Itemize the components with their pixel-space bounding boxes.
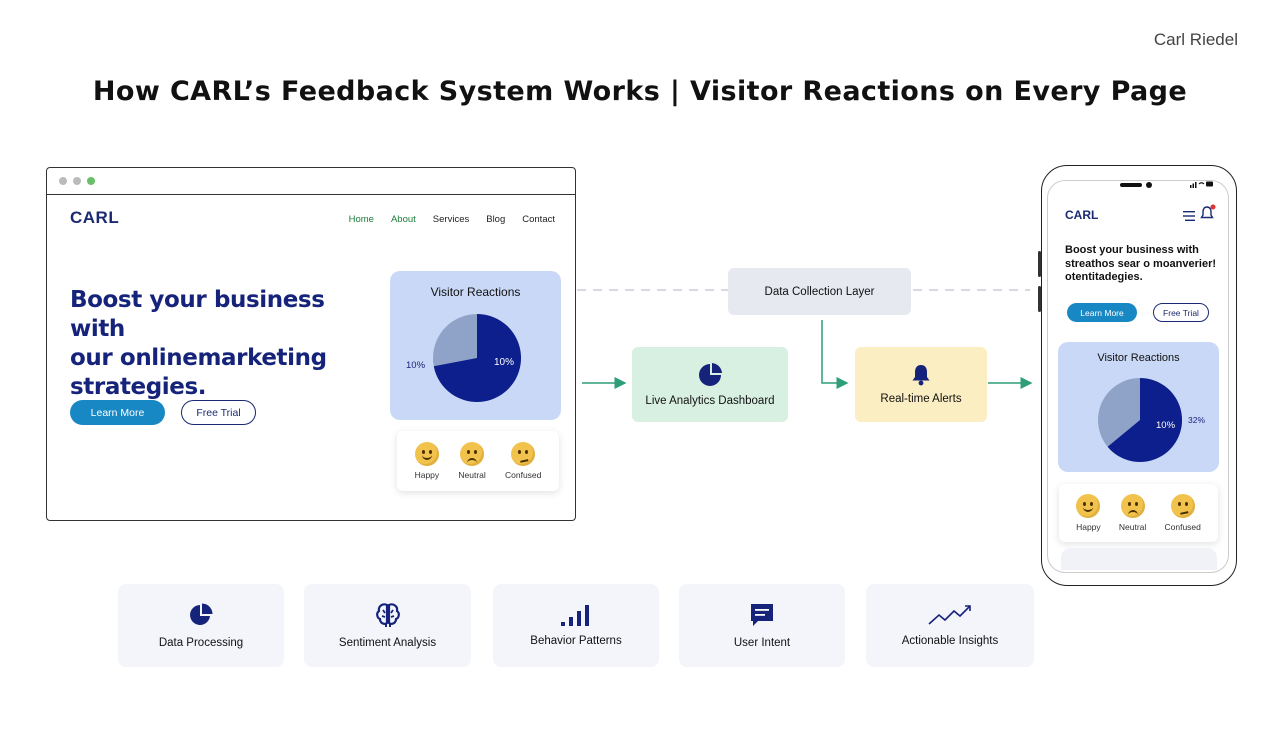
- feature-actionable-insights: Actionable Insights: [866, 584, 1034, 667]
- feature-user-intent: User Intent: [679, 584, 845, 667]
- pie-slice-dark: [1107, 378, 1183, 462]
- phone-hero-text: Boost your business with streathos sear …: [1065, 244, 1220, 285]
- reaction-neutral[interactable]: Neutral: [458, 442, 486, 480]
- node-label: Live Analytics Dashboard: [645, 395, 775, 407]
- happy-face-icon: [414, 442, 439, 466]
- visitor-reactions-panel: Visitor Reactions 10% 10%: [390, 271, 561, 420]
- reaction-label: Confused: [504, 470, 542, 480]
- phone-reactions-pie-chart: 10% 32%: [1098, 378, 1205, 462]
- neutral-face-icon: [460, 442, 485, 466]
- panel-title: Visitor Reactions: [1097, 352, 1180, 364]
- learn-more-button[interactable]: Learn More: [70, 400, 165, 425]
- hero-line: Boost your business with: [70, 287, 325, 342]
- nav-contact[interactable]: Contact: [522, 214, 555, 225]
- phone-visitor-reactions-panel: Visitor Reactions 10% 32%: [1058, 342, 1219, 472]
- reaction-confused[interactable]: Confused: [1164, 494, 1201, 532]
- reaction-label: Happy: [414, 470, 440, 480]
- pie-label-inner: 10%: [1156, 420, 1176, 431]
- feature-label: Behavior Patterns: [530, 635, 622, 647]
- window-dot[interactable]: [73, 177, 81, 185]
- phone-learn-more-button[interactable]: Learn More: [1067, 303, 1137, 322]
- phone-free-trial-button[interactable]: Free Trial: [1153, 303, 1209, 322]
- free-trial-button[interactable]: Free Trial: [181, 400, 256, 425]
- reaction-confused[interactable]: Confused: [505, 442, 541, 480]
- node-label: Data Collection Layer: [764, 285, 875, 298]
- pie-chart-icon: [699, 363, 722, 386]
- nav-blog[interactable]: Blog: [486, 214, 506, 225]
- reaction-picker: Happy Neutral Confused: [397, 431, 559, 491]
- notification-bell-icon[interactable]: [1200, 204, 1216, 222]
- realtime-alerts-node: Real-time Alerts: [855, 347, 987, 422]
- hero-line: strategies.: [70, 374, 207, 400]
- camera-icon: [1146, 182, 1152, 188]
- page-title: How CARL’s Feedback System Works | Visit…: [92, 76, 1188, 107]
- window-dot[interactable]: [87, 177, 95, 185]
- feature-label: Actionable Insights: [901, 635, 999, 647]
- confused-face-icon: [1170, 494, 1195, 518]
- reaction-label: Neutral: [1118, 522, 1147, 532]
- panel-title: Visitor Reactions: [430, 285, 521, 299]
- feature-label: User Intent: [733, 637, 791, 649]
- phone-screen: [1047, 180, 1229, 573]
- reaction-label: Happy: [1076, 522, 1101, 532]
- pie-label-left: 10%: [406, 360, 426, 371]
- data-collection-node: Data Collection Layer: [728, 268, 911, 315]
- author-name: Carl Riedel: [1153, 30, 1238, 49]
- signal-battery-icon: [1190, 181, 1213, 188]
- arrow-to-alerts: [821, 320, 849, 389]
- hero-line: streathos sear o moanverier!: [1065, 257, 1217, 270]
- window-dot[interactable]: [59, 177, 67, 185]
- hero-line: otentitadegies.: [1065, 271, 1143, 283]
- hero-line: our onlinemarketing: [70, 345, 327, 371]
- site-logo[interactable]: CARL: [70, 208, 120, 227]
- chat-icon: [751, 604, 773, 626]
- status-bar-icons: [1190, 180, 1214, 190]
- pie-chart-icon: [190, 603, 213, 625]
- feature-label: Data Processing: [158, 637, 244, 649]
- analytics-dashboard-node: Live Analytics Dashboard: [632, 347, 788, 422]
- feature-data-processing: Data Processing: [118, 584, 284, 667]
- feature-label: Sentiment Analysis: [338, 637, 437, 649]
- reactions-pie-chart: 10% 10%: [406, 314, 522, 402]
- bell-icon: [912, 365, 930, 386]
- brain-icon: [375, 603, 400, 627]
- reaction-happy[interactable]: Happy: [1076, 494, 1101, 532]
- hero-heading: Boost your business with our onlinemarke…: [70, 286, 380, 402]
- pie-label-inner: 10%: [494, 357, 514, 368]
- browser-title-bar: [47, 168, 575, 195]
- reaction-happy[interactable]: Happy: [414, 442, 440, 480]
- pie-slice-dark: [433, 314, 522, 402]
- happy-face-icon: [1076, 494, 1101, 518]
- phone-reaction-picker: Happy Neutral Confused: [1059, 484, 1218, 542]
- hamburger-menu-icon[interactable]: [1183, 211, 1195, 221]
- feature-sentiment-analysis: Sentiment Analysis: [304, 584, 471, 667]
- nav-services[interactable]: Services: [432, 214, 470, 225]
- nav-about[interactable]: About: [390, 214, 416, 225]
- reaction-neutral[interactable]: Neutral: [1119, 494, 1146, 532]
- phone-side-button[interactable]: [1038, 286, 1041, 312]
- phone-notch: [1120, 183, 1142, 187]
- reaction-label: Confused: [1164, 522, 1201, 532]
- hero-line: Boost your business with: [1065, 244, 1199, 256]
- neutral-face-icon: [1120, 494, 1145, 518]
- phone-side-button[interactable]: [1038, 251, 1041, 277]
- confused-face-icon: [511, 442, 536, 466]
- feature-behavior-patterns: Behavior Patterns: [493, 584, 659, 667]
- pie-label-right: 32%: [1188, 415, 1205, 425]
- bar-signal-icon: [561, 605, 589, 626]
- phone-footer-card: [1061, 548, 1217, 570]
- nav-home[interactable]: Home: [348, 214, 374, 225]
- phone-site-logo[interactable]: CARL: [1065, 208, 1099, 222]
- trend-line-icon: [928, 605, 971, 625]
- reaction-label: Neutral: [458, 470, 486, 480]
- site-nav: Home About Services Blog Contact: [349, 214, 555, 225]
- node-label: Real-time Alerts: [880, 393, 962, 405]
